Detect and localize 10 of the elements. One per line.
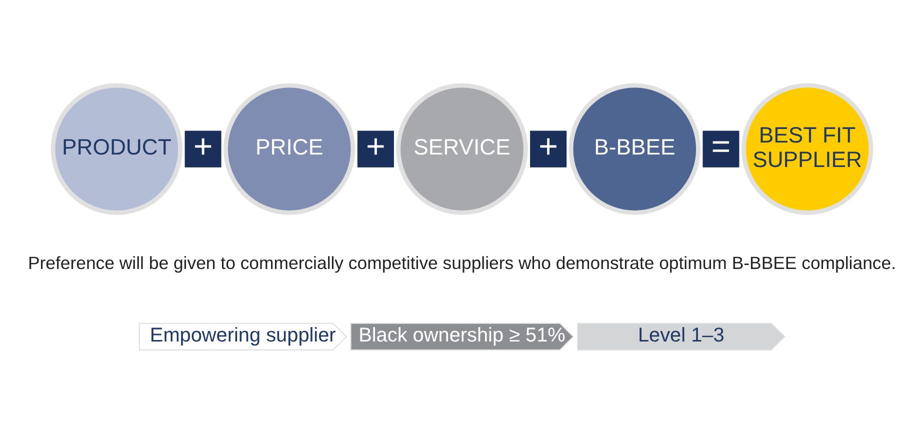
node-box: + [357,130,394,167]
node-box: + [530,130,567,167]
node-circle: PRODUCT [50,82,183,214]
node-circle: PRICE [224,82,356,214]
node-box: = [702,130,740,167]
node-circle: SERVICE [396,82,528,214]
label: Preference will be given to commercially competitive suppliers who demonstrate optimum B-BBEE compliance. [28,252,896,272]
node-box: + [184,130,222,167]
node-circle: BEST FIT SUPPLIER [741,82,874,214]
node-circle: B-BBEE [568,82,700,214]
